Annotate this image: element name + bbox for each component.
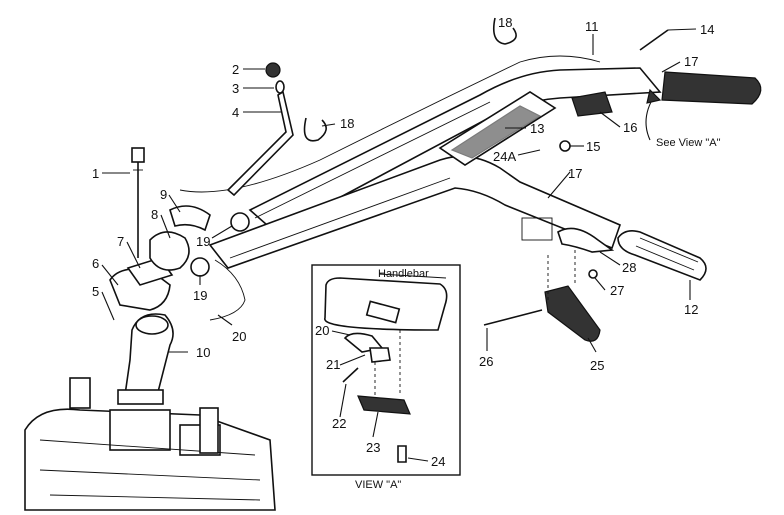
callout-5: 5 <box>92 284 99 299</box>
callout-10: 10 <box>196 345 210 360</box>
knob <box>265 62 281 78</box>
callout-3: 3 <box>232 81 239 96</box>
callout-9: 9 <box>160 187 167 202</box>
callout-24: 24 <box>431 454 445 469</box>
pin-26 <box>483 309 543 326</box>
callout-12: 12 <box>684 302 698 317</box>
callout-8: 8 <box>151 207 158 222</box>
callout-23: 23 <box>366 440 380 455</box>
callout-24A: 24A <box>493 149 516 164</box>
see-view-label: See View "A" <box>656 137 721 149</box>
callout-15: 15 <box>586 139 600 154</box>
callout-16: 16 <box>623 120 637 135</box>
clamp-assembly <box>109 205 250 311</box>
engine-block <box>24 377 276 511</box>
callout-4: 4 <box>232 105 239 120</box>
callout-13: 13 <box>530 121 544 136</box>
screw-14 <box>639 29 669 51</box>
rod <box>226 90 294 197</box>
callout-17-lower: 17 <box>568 166 582 181</box>
callout-labels: 1 2 3 4 5 6 7 8 9 10 11 12 13 14 15 16 1… <box>92 15 721 491</box>
callout-21: 21 <box>326 357 340 372</box>
callout-18-left: 18 <box>340 116 354 131</box>
callout-27: 27 <box>610 283 624 298</box>
nut-15 <box>559 140 571 152</box>
view-a-inset <box>311 264 461 476</box>
decal-plate <box>438 91 557 166</box>
callout-22: 22 <box>332 416 346 431</box>
grip-upper <box>661 71 762 105</box>
inset-handlebar-label: Handlebar <box>378 268 429 280</box>
clip-18-top <box>492 17 517 45</box>
clip-18-left <box>303 117 327 142</box>
bolt <box>131 147 145 258</box>
bracket-16 <box>571 91 613 117</box>
callout-26: 26 <box>479 354 493 369</box>
washer-27 <box>588 269 598 279</box>
callout-2: 2 <box>232 62 239 77</box>
callout-6: 6 <box>92 256 99 271</box>
callout-1: 1 <box>92 166 99 181</box>
callout-7: 7 <box>117 234 124 249</box>
callout-20-inset: 20 <box>315 323 329 338</box>
bracket-28 <box>557 227 615 253</box>
latch-25 <box>544 285 601 342</box>
leader-lines <box>101 28 697 462</box>
callout-18-top: 18 <box>498 15 512 30</box>
callout-14: 14 <box>700 22 714 37</box>
callout-17-upper: 17 <box>684 54 698 69</box>
callout-28: 28 <box>622 260 636 275</box>
handle-tower <box>117 313 174 405</box>
callout-19-lower: 19 <box>193 288 207 303</box>
callout-25: 25 <box>590 358 604 373</box>
grip-lower <box>617 230 707 281</box>
inset-caption: VIEW "A" <box>355 479 401 491</box>
callout-20: 20 <box>232 329 246 344</box>
callout-11: 11 <box>585 19 599 34</box>
callout-19-upper: 19 <box>196 234 210 249</box>
